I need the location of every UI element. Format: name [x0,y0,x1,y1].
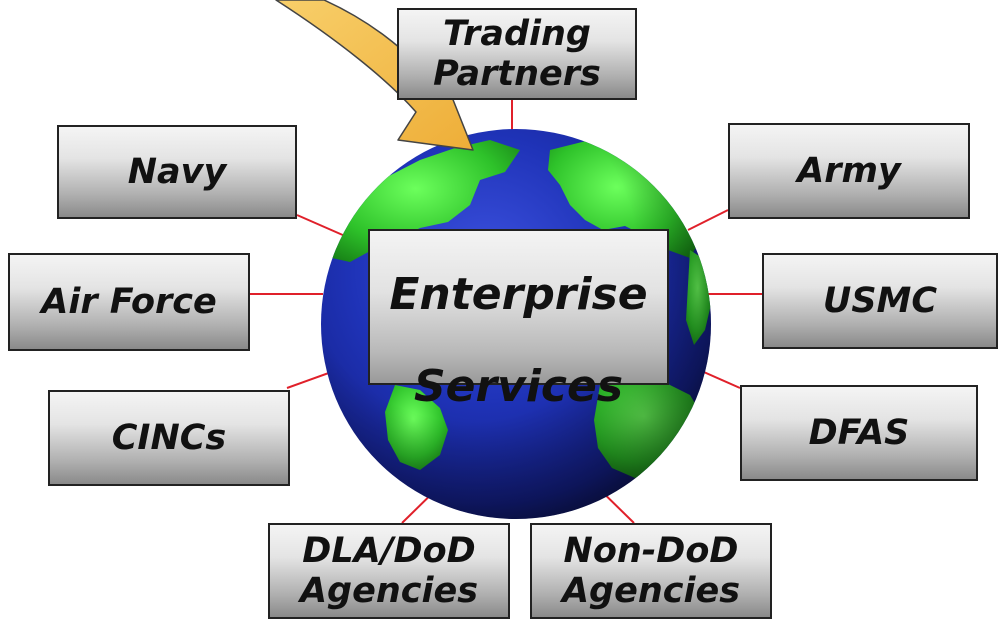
node-dfas: DFAS [740,385,978,481]
node-dla-dod-agencies: DLA/DoD Agencies [268,523,510,619]
node-non-dod-agencies: Non-DoD Agencies [530,523,772,619]
dla-dod-line2: Agencies [299,571,479,611]
node-air-force: Air Force [8,253,250,351]
enterprise-services-box [368,229,669,385]
dfas-label: DFAS [808,413,910,453]
cincs-label: CINCs [111,418,227,458]
air-force-label: Air Force [41,282,217,322]
navy-label: Navy [127,152,227,192]
trading-partners-line2: Partners [433,54,601,94]
non-dod-line1: Non-DoD [563,531,739,571]
usmc-label: USMC [822,281,938,321]
connector-army [687,209,729,231]
dla-dod-line1: DLA/DoD [302,531,476,571]
trading-partners-line1: Trading [443,14,591,54]
node-army: Army [728,123,970,219]
connector-navy [296,214,346,237]
node-usmc: USMC [762,253,998,349]
non-dod-line2: Agencies [561,571,741,611]
curved-arrow [275,0,474,151]
enterprise-services-line2: Services [413,361,624,412]
node-cincs: CINCs [48,390,290,486]
node-trading-partners: Trading Partners [397,8,637,100]
enterprise-services-line1: Enterprise [389,269,648,320]
army-label: Army [797,151,901,191]
node-navy: Navy [57,125,297,219]
